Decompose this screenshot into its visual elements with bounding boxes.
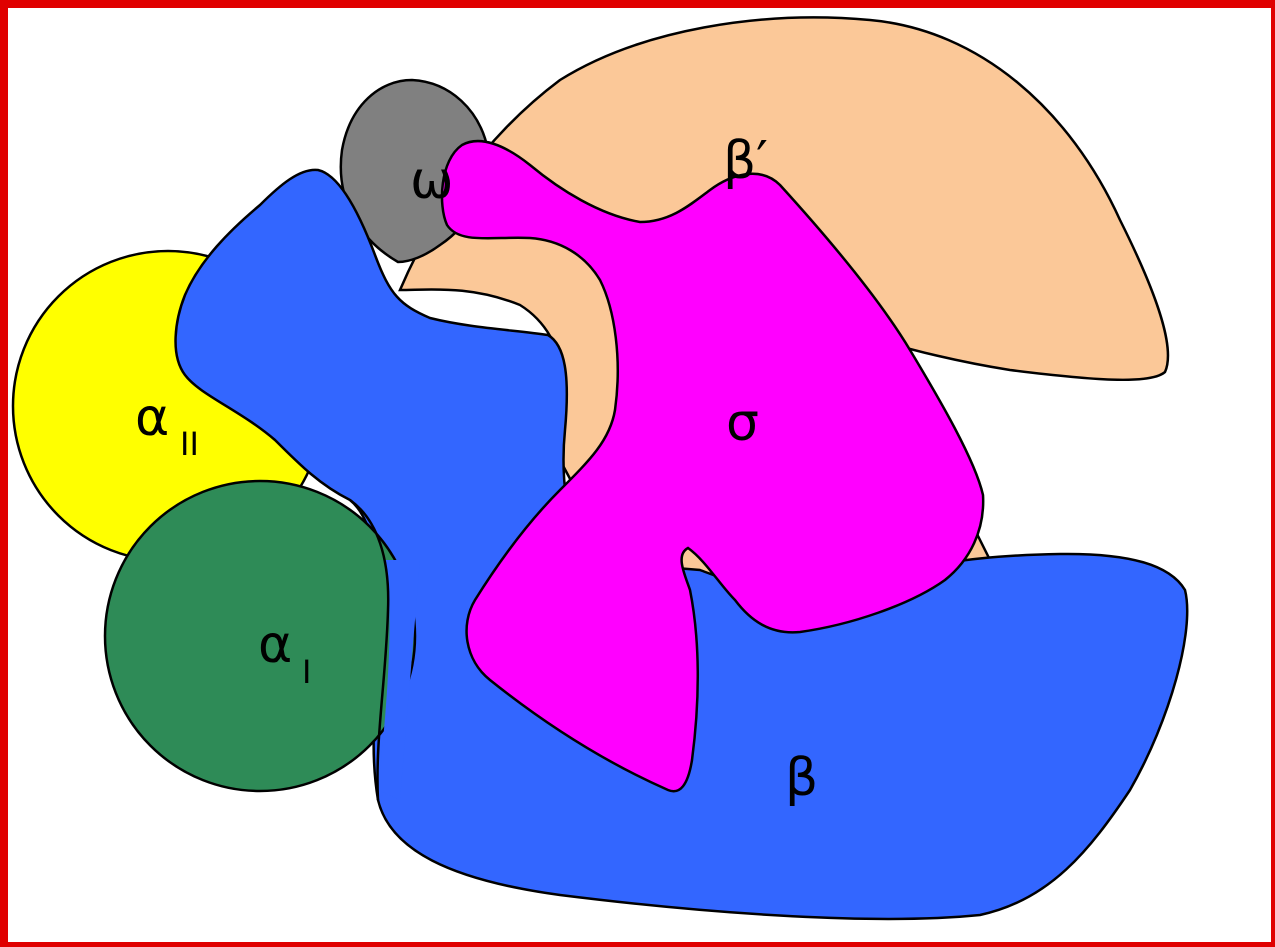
alpha-i-label: α xyxy=(258,615,292,675)
omega-label: ω xyxy=(410,151,454,211)
alpha-i-subscript: I xyxy=(302,653,311,691)
alpha-ii-subscript: II xyxy=(180,425,199,463)
sigma-label: σ xyxy=(726,393,759,453)
alpha-ii-label: α xyxy=(135,388,169,448)
beta-label: β xyxy=(785,748,818,808)
beta-prime-label: β′ xyxy=(723,131,768,191)
